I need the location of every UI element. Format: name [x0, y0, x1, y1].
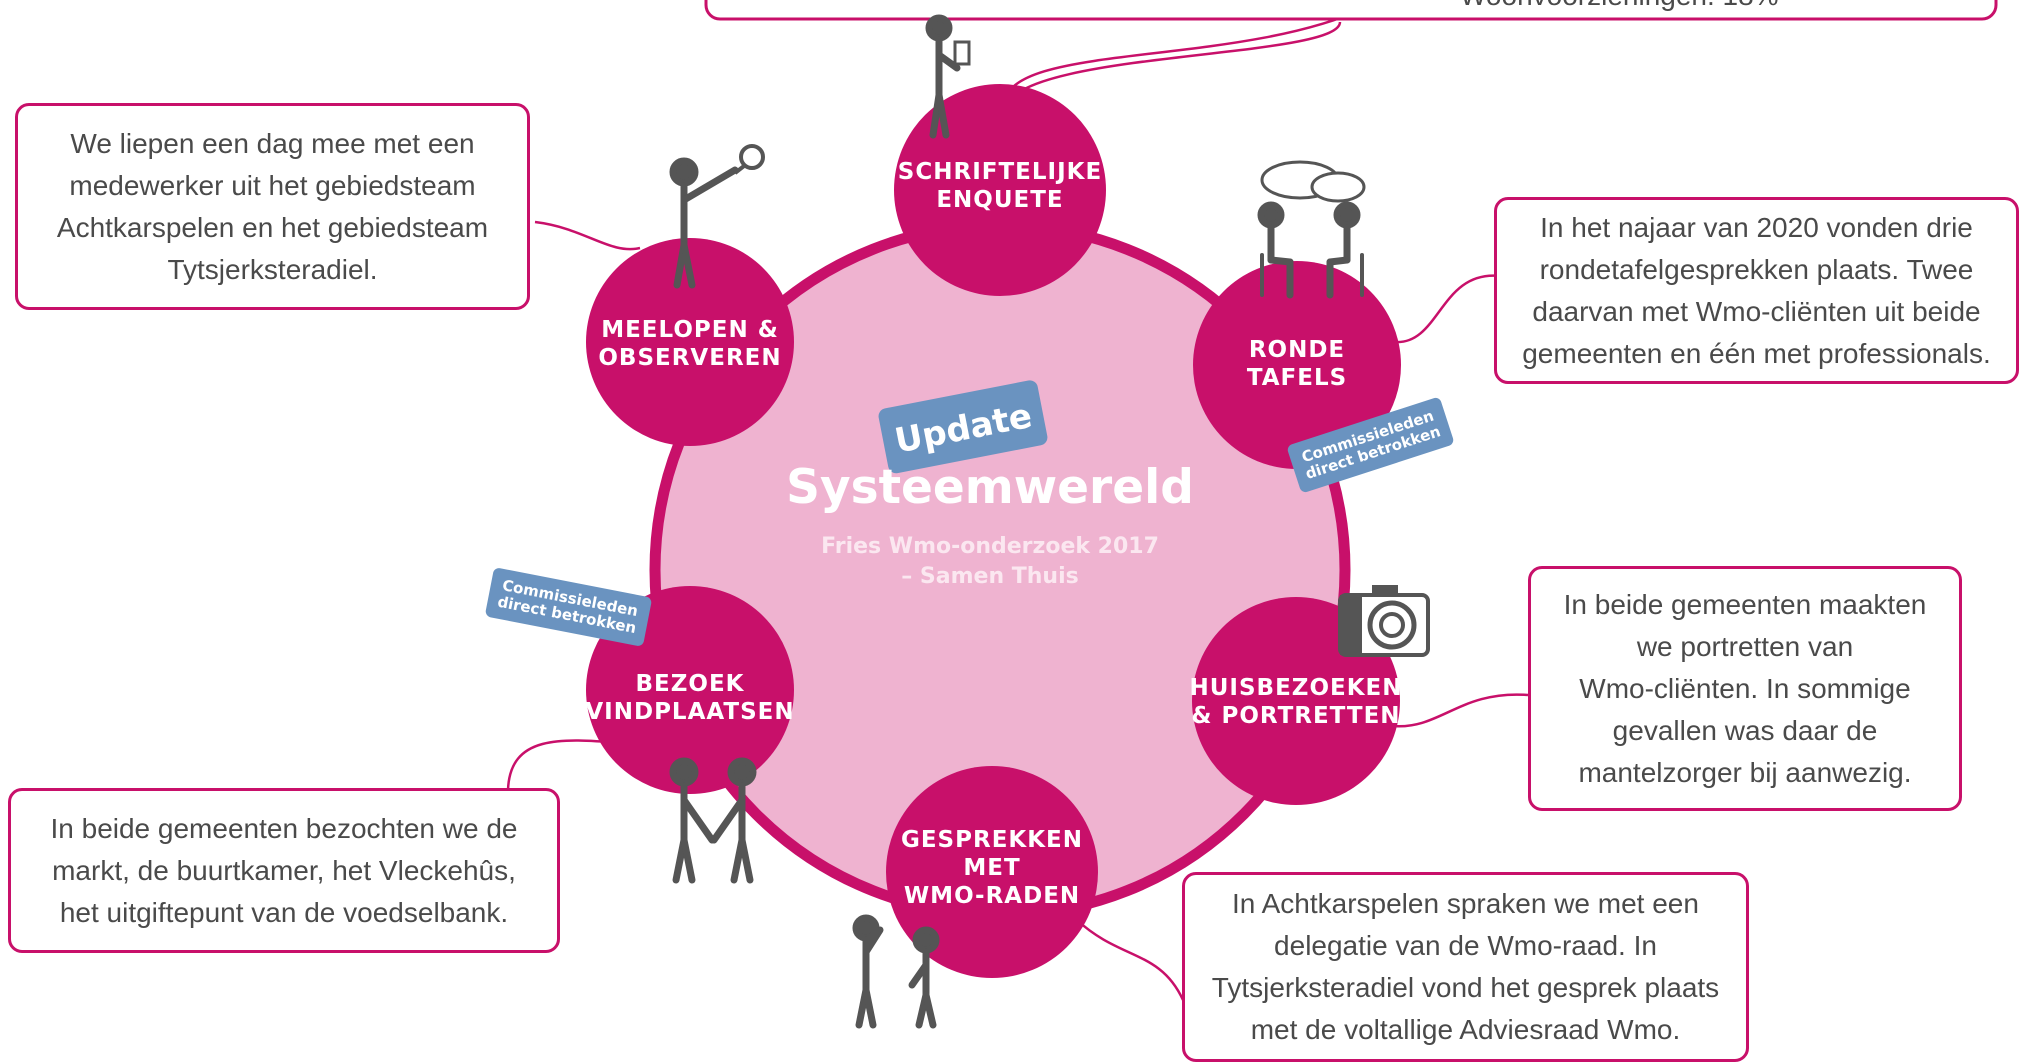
- box-line: We liepen een dag mee met een: [70, 127, 475, 159]
- clipboard-icon: [953, 40, 971, 66]
- center-subtitle-line-1: Fries Wmo-onderzoek 2017: [821, 534, 1159, 559]
- node-circle-gesprekken-wmo-raden: [886, 766, 1098, 978]
- figure-meelopen: [669, 157, 739, 289]
- box-line: delegatie van de Wmo-raad. In: [1274, 930, 1657, 961]
- node-label-line: WMO-RADEN: [903, 883, 1081, 909]
- box-line: mantelzorger bij aanwezig.: [1578, 756, 1912, 788]
- box-line: we portretten van: [1636, 630, 1854, 662]
- box-line: daarvan met Wmo-cliënten uit beide: [1532, 295, 1981, 327]
- connector-enquete: [1003, 6, 1366, 113]
- box-line: Achtkarspelen en het gebiedsteam: [56, 211, 489, 243]
- node-label-line: & PORTRETTEN: [1191, 703, 1401, 729]
- box-line: Tytsjerksteradiel.: [167, 253, 378, 285]
- node-label-line: SCHRIFTELIJKE: [897, 159, 1103, 185]
- top-partial-box-text: Woonvoorzieningen: 18%: [1460, 0, 1980, 14]
- box-line: rondetafelgesprekken plaats. Twee: [1539, 253, 1974, 285]
- connector-huisbezoeken: [1392, 693, 1529, 728]
- box-line: het uitgiftepunt van de voedselbank.: [59, 896, 509, 928]
- center-subtitle-line-2: – Samen Thuis: [901, 564, 1079, 589]
- top-partial-box: [704, 0, 1998, 21]
- connector-meelopen: [534, 220, 641, 251]
- camera-icon: [1338, 585, 1430, 657]
- figures: [669, 14, 1364, 1029]
- node-gesprekken-wmo-raden: GESPREKKEN MET WMO-RADEN: [872, 826, 1112, 910]
- node-label-line: BEZOEK: [635, 671, 745, 697]
- update-badge: Update: [878, 380, 1048, 474]
- figure-wmo-raden: [852, 914, 940, 1029]
- box-meelopen: We liepen een dag mee met een medewerker…: [15, 103, 530, 310]
- node-meelopen-observeren: MEELOPEN & OBSERVEREN: [570, 316, 810, 372]
- node-label-line: GESPREKKEN: [900, 827, 1084, 853]
- box-line: gevallen was daar de: [1612, 714, 1878, 746]
- center-title: Systeemwereld: [786, 460, 1194, 515]
- figure-enquete: [925, 14, 961, 139]
- box-vindplaatsen: In beide gemeenten bezochten we de markt…: [8, 788, 560, 953]
- box-line: gemeenten en één met professionals.: [1522, 337, 1991, 369]
- speech-bubbles-icon: [1260, 160, 1366, 203]
- node-schriftelijke-enquete: SCHRIFTELIJKE ENQUETE: [880, 158, 1120, 214]
- box-line: In beide gemeenten maakten: [1563, 588, 1927, 620]
- node-label-line: HUISBEZOEKEN: [1189, 675, 1403, 701]
- node-label-line: MEELOPEN &: [601, 317, 779, 343]
- box-ronde-tafels: In het najaar van 2020 vonden drie ronde…: [1494, 197, 2019, 384]
- box-line: markt, de buurtkamer, het Vleckehûs,: [52, 854, 516, 886]
- box-line: met de voltallige Adviesraad Wmo.: [1250, 1014, 1681, 1045]
- center-subtitle: Fries Wmo-onderzoek 2017 – Samen Thuis: [760, 532, 1220, 592]
- connector-wmo-raden: [1076, 919, 1185, 1001]
- node-ronde-tafels: RONDE TAFELS: [1177, 336, 1417, 392]
- box-line: medewerker uit het gebiedsteam: [69, 169, 476, 201]
- box-huisbezoeken: In beide gemeenten maakten we portretten…: [1528, 566, 1962, 811]
- node-circle-meelopen-observeren: [586, 238, 794, 446]
- box-line: Tytsjerksteradiel vond het gesprek plaat…: [1211, 972, 1720, 1003]
- node-circle-ronde-tafels: [1193, 261, 1401, 469]
- box-wmo-raden: In Achtkarspelen spraken we met een dele…: [1182, 872, 1749, 1062]
- box-line: In beide gemeenten bezochten we de: [50, 812, 518, 844]
- figure-ronde-tafels: [1257, 201, 1364, 299]
- node-label-line: OBSERVEREN: [598, 345, 782, 371]
- node-label-line: ENQUETE: [936, 187, 1064, 213]
- box-line: In Achtkarspelen spraken we met een: [1232, 888, 1699, 919]
- node-huisbezoeken-portretten: HUISBEZOEKEN & PORTRETTEN: [1176, 674, 1416, 730]
- node-label-line: VINDPLAATSEN: [585, 699, 795, 725]
- node-label-line: MET: [963, 855, 1021, 881]
- node-bezoek-vindplaatsen: BEZOEK VINDPLAATSEN: [570, 670, 810, 726]
- box-line: In het najaar van 2020 vonden drie: [1540, 211, 1973, 243]
- box-line: Wmo-cliënten. In sommige: [1579, 672, 1911, 704]
- node-label-line: TAFELS: [1246, 365, 1348, 391]
- magnifier-icon: [733, 144, 765, 175]
- node-label-line: RONDE: [1248, 337, 1346, 363]
- figure-vindplaatsen: [669, 757, 757, 884]
- connector-ronde-tafels: [1394, 274, 1501, 344]
